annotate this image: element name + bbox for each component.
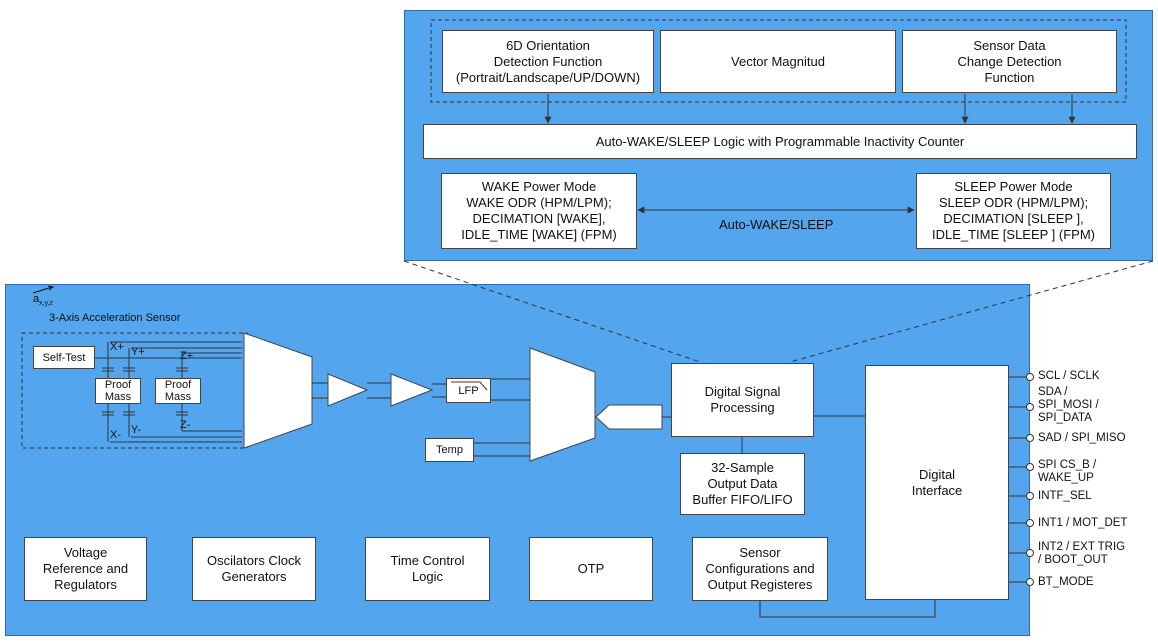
axis-label-y-minus: Y- xyxy=(131,424,141,436)
accel-symbol: a xyxy=(33,293,40,305)
sensor-config-box: Sensor Configurations and Output Registe… xyxy=(692,537,828,601)
voltage-reference-box: Voltage Reference and Regulators xyxy=(24,537,147,601)
oscillators-box: Oscilators Clock Generators xyxy=(192,537,316,601)
dsp-box: Digital Signal Processing xyxy=(671,363,814,437)
pin-sad-spi-miso: SAD / SPI_MISO xyxy=(1038,432,1126,444)
self-test-box: Self-Test xyxy=(33,346,95,369)
axis-label-x-minus: X- xyxy=(110,429,121,441)
pin-scl-sclk: SCL / SCLK xyxy=(1038,370,1100,382)
pin-spi-cs-wake-up: SPI CS_B / WAKE_UP xyxy=(1038,459,1097,484)
time-control-box: Time Control Logic xyxy=(365,537,490,601)
pin-bt-mode: BT_MODE xyxy=(1038,576,1094,588)
adc-label: ADC-12 xyxy=(610,410,650,422)
orientation-detection-box: 6D Orientation Detection Function (Portr… xyxy=(442,30,654,93)
axis-label-y-plus: Y+ xyxy=(131,346,145,358)
mux-2-label: MUX xyxy=(548,382,575,396)
accel-vector-symbol: ax,y,z xyxy=(33,293,53,307)
gain-label: Gain xyxy=(394,385,418,397)
pin-int1-mot-det: INT1 / MOT_DET xyxy=(1038,517,1128,529)
sensor-change-detection-box: Sensor Data Change Detection Function xyxy=(902,30,1117,93)
auto-wake-sleep-label: Auto-WAKE/SLEEP xyxy=(719,217,834,232)
wake-power-mode-box: WAKE Power Mode WAKE ODR (HPM/LPM); DECI… xyxy=(441,173,637,249)
mux-1-label: MUX xyxy=(264,382,291,396)
c2v-label: C2V xyxy=(331,385,353,397)
proof-mass-box-1: Proof Mass xyxy=(95,378,141,404)
lfp-box: LFP xyxy=(446,378,491,403)
pin-intf-sel: INTF_SEL xyxy=(1038,490,1092,502)
sensor-title: 3-Axis Acceleration Sensor xyxy=(49,312,181,324)
proof-mass-box-2: Proof Mass xyxy=(155,378,201,404)
otp-box: OTP xyxy=(529,537,653,601)
digital-interface-box: Digital Interface xyxy=(865,365,1009,600)
axis-label-z-plus: Z+ xyxy=(180,350,194,362)
sleep-power-mode-box: SLEEP Power Mode SLEEP ODR (HPM/LPM); DE… xyxy=(916,173,1111,249)
axis-label-x-plus: X+ xyxy=(110,341,124,353)
pin-int2-ext-trig: INT2 / EXT TRIG / BOOT_OUT xyxy=(1038,541,1126,566)
pin-sda-spi-mosi: SDA / SPI_MOSI / SPI_DATA xyxy=(1038,386,1099,424)
accel-subscript: x,y,z xyxy=(39,300,53,308)
temp-box: Temp xyxy=(425,438,474,462)
vector-magnitude-box: Vector Magnitud xyxy=(660,30,896,93)
fifo-buffer-box: 32-Sample Output Data Buffer FIFO/LIFO xyxy=(680,453,805,515)
auto-wake-sleep-logic-box: Auto-WAKE/SLEEP Logic with Programmable … xyxy=(423,124,1137,159)
axis-label-z-minus: Z- xyxy=(180,419,191,431)
